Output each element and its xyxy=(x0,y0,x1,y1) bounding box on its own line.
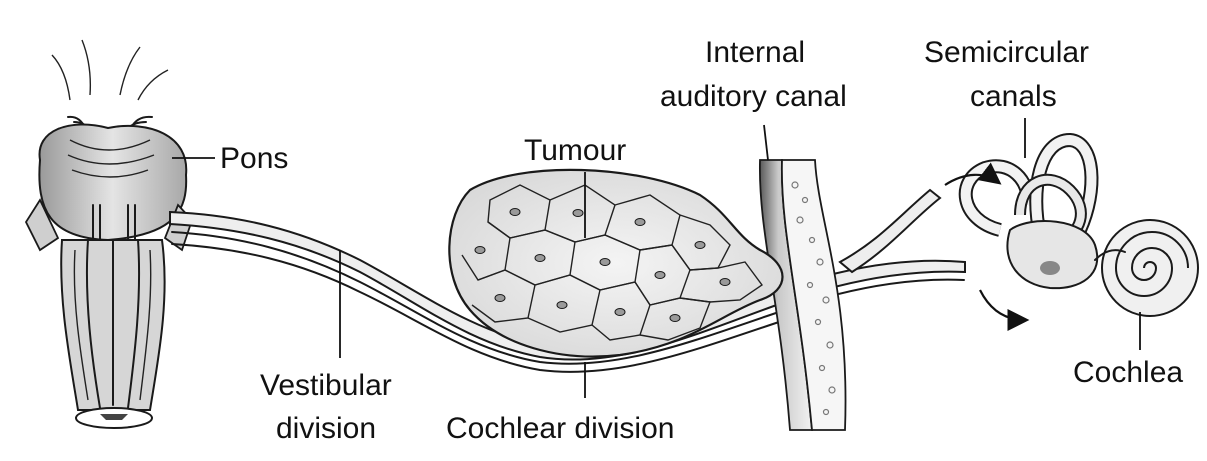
label-internal-canal-line2: auditory canal xyxy=(660,80,847,113)
label-vestibular-line2: division xyxy=(276,412,376,445)
inner-ear-drawing xyxy=(966,140,1198,316)
label-vestibular-line1: Vestibular xyxy=(260,369,392,402)
internal-canal-leader xyxy=(764,125,768,160)
label-cochlear-division: Cochlear division xyxy=(446,412,674,445)
brainstem-drawing xyxy=(26,40,192,428)
label-internal-canal-line1: Internal xyxy=(705,36,805,69)
label-cochlea: Cochlea xyxy=(1073,356,1183,389)
cochlear-arrow xyxy=(980,290,1025,320)
label-pons: Pons xyxy=(220,142,288,175)
label-tumour: Tumour xyxy=(524,134,626,167)
label-semicircular-line1: Semicircular xyxy=(924,36,1089,69)
label-semicircular-line2: canals xyxy=(970,80,1057,113)
